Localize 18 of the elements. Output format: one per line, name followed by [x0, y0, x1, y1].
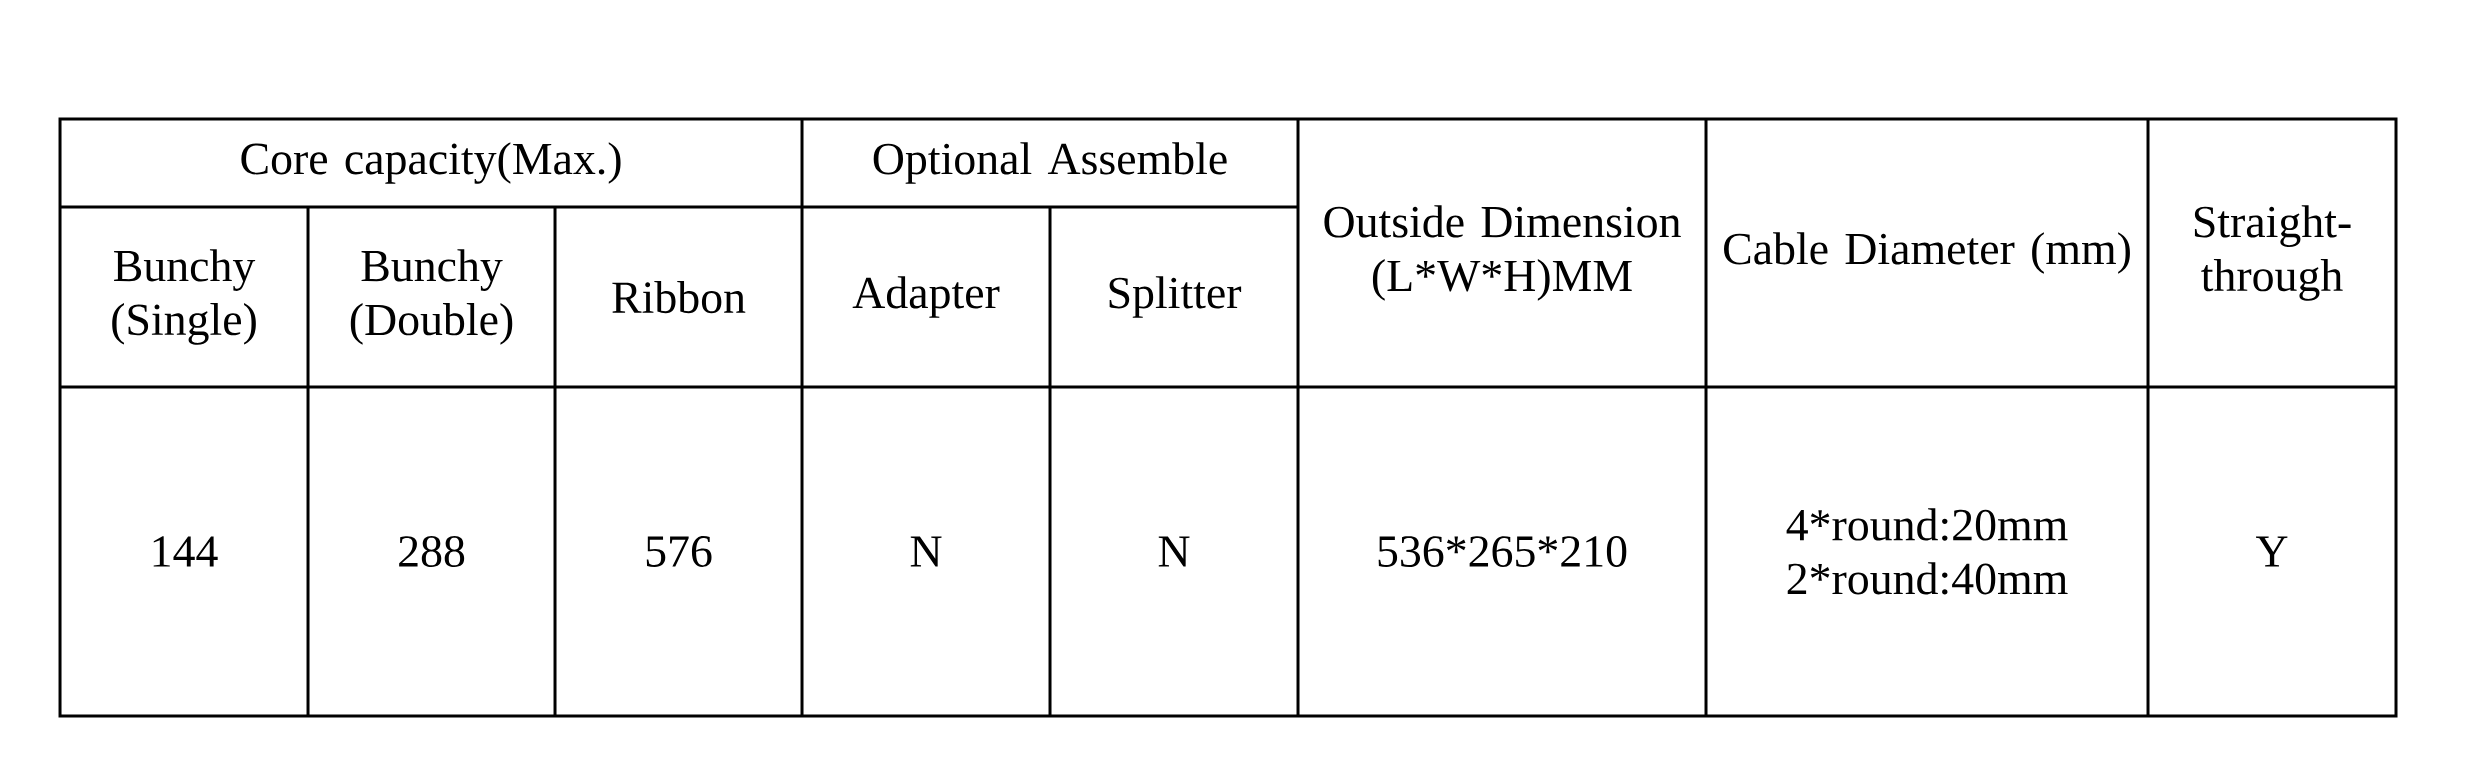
header-text: Bunchy (Single) [112, 249, 256, 345]
cell-value: 4*round:20mm 2*round:40mm [1786, 508, 2068, 595]
cell-value: N [910, 536, 942, 567]
header-text: Optional Assemble [873, 142, 1227, 184]
cell-value: Y [2256, 536, 2288, 567]
header-text: Ribbon [612, 280, 746, 314]
cell-value: 288 [399, 536, 465, 567]
cell-value: 536*265*210 [1378, 536, 1627, 567]
header-text: Straight-through [2194, 205, 2351, 301]
cell-value: 144 [153, 536, 218, 567]
header-text: Core capacity(Max.) [241, 142, 621, 184]
header-text: Outside Dimension (L*W*H)MM [1324, 205, 1681, 301]
header-text: Splitter [1109, 276, 1242, 318]
cell-value: N [1158, 536, 1190, 567]
header-text: Bunchy (Double) [350, 249, 513, 345]
header-text: Cable Diameter (mm) [1724, 232, 2130, 274]
cell-value: 576 [646, 536, 712, 567]
header-text: Adapter [852, 276, 1000, 318]
